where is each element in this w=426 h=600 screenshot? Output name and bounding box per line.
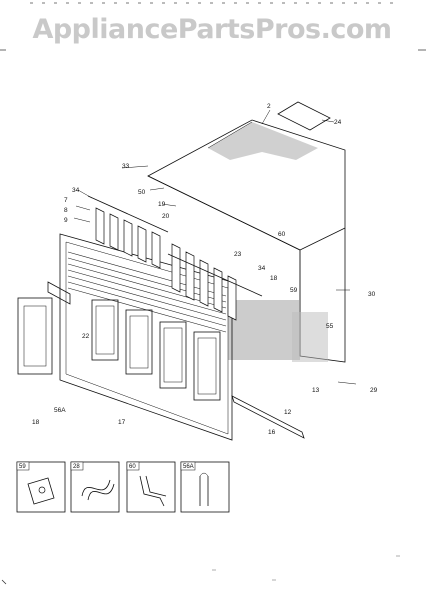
callout-label: 7 <box>64 197 68 204</box>
callout-label: 16 <box>268 429 276 436</box>
callout-label: 17 <box>118 419 126 426</box>
callout-label: 50 <box>138 189 146 196</box>
callout-labels: 24 2 33 50 19 34 7 8 9 20 23 60 34 18 59… <box>32 103 378 436</box>
callout-label: 2 <box>267 103 271 110</box>
callout-label: 59 <box>290 287 298 294</box>
callout-label: 18 <box>32 419 40 426</box>
callout-label: 20 <box>162 213 170 220</box>
callout-label: 18 <box>270 275 278 282</box>
callout-label: 23 <box>234 251 242 258</box>
legend-label: 28 <box>73 464 80 470</box>
callout-label: 9 <box>64 217 68 224</box>
callout-label: 55 <box>326 323 334 330</box>
legend-label: 56A <box>183 464 194 470</box>
callout-label: 56A <box>54 407 66 414</box>
callout-label: 12 <box>284 409 292 416</box>
callout-label: 24 <box>334 119 342 126</box>
watermark-text: AppliancePartsPros.com <box>32 14 392 45</box>
callout-label: 8 <box>64 207 68 214</box>
parts-legend: 59 28 60 56A <box>16 461 230 513</box>
legend-label: 59 <box>19 464 26 470</box>
callout-label: 34 <box>258 265 266 272</box>
callout-label: 34 <box>72 187 80 194</box>
callout-label: 30 <box>368 291 376 298</box>
callout-label: 29 <box>370 387 378 394</box>
legend-label: 60 <box>129 464 136 470</box>
callout-label: 33 <box>122 163 130 170</box>
callout-label: 60 <box>278 231 286 238</box>
cabinet-drawing <box>147 119 346 363</box>
callout-label: 13 <box>312 387 320 394</box>
callout-label: 19 <box>158 201 166 208</box>
callout-label: 22 <box>82 333 90 340</box>
